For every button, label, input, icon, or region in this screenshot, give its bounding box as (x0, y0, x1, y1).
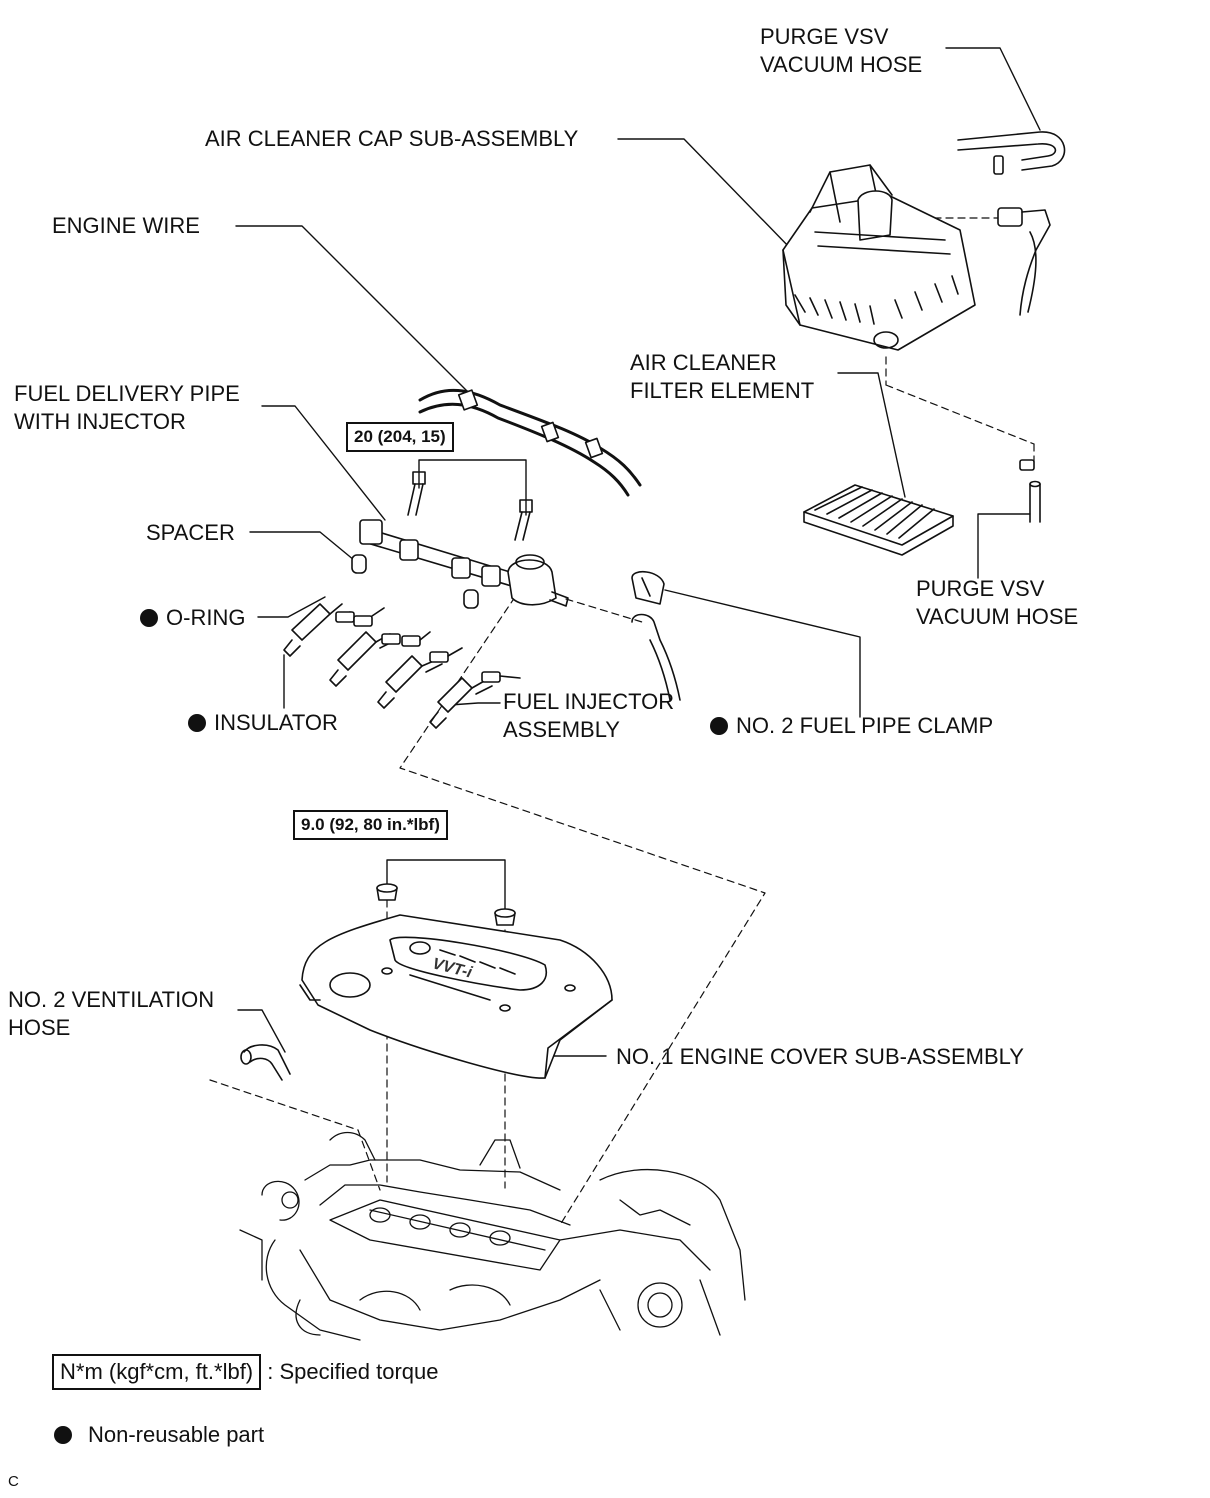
ventilation-hose-drawing (240, 1044, 291, 1081)
insulator-label: INSULATOR (188, 709, 338, 737)
purge-vsv-hose-bottom-drawing (1019, 459, 1041, 523)
engine-block-drawing (239, 1131, 746, 1341)
non-reusable-dot-icon (54, 1426, 72, 1444)
fuel-pipe-clamp-text: NO. 2 FUEL PIPE CLAMP (736, 713, 994, 738)
spacer-drawing (351, 554, 479, 609)
non-reusable-dot-icon (710, 717, 728, 735)
legend-nonreusable-desc: Non-reusable part (88, 1422, 265, 1447)
fuel-pipe-clamp-drawing (631, 571, 681, 701)
fuel-delivery-pipe-line1: FUEL DELIVERY PIPE (14, 381, 240, 406)
insulator-text: INSULATOR (214, 710, 338, 735)
torque-spec-delivery-pipe: 20 (204, 15) (346, 422, 454, 452)
leader-lines (235, 47, 1041, 1057)
purge-vsv-hose-top-drawing (957, 131, 1066, 175)
o-ring-text: O-RING (166, 605, 246, 630)
air-cleaner-cap-drawing (782, 164, 976, 351)
purge-vsv-connector-drawing (997, 207, 1051, 316)
legend-nonreusable: Non-reusable part (54, 1421, 264, 1449)
fuel-delivery-pipe-label: FUEL DELIVERY PIPE WITH INJECTOR (14, 380, 240, 436)
footer-code: C (8, 1473, 19, 1490)
fuel-delivery-pipe-drawing (359, 519, 569, 607)
torque-spec-engine-cover: 9.0 (92, 80 in.*lbf) (293, 810, 448, 840)
engine-cover-drawing (299, 914, 613, 1079)
purge-vsv-hose-bottom-line1: PURGE VSV (916, 576, 1045, 601)
air-filter-element-drawing (803, 484, 954, 556)
ventilation-hose-label: NO. 2 VENTILATION HOSE (8, 986, 214, 1042)
non-reusable-dot-icon (188, 714, 206, 732)
ventilation-hose-line2: HOSE (8, 1015, 71, 1040)
fuel-injector-line2: ASSEMBLY (503, 717, 620, 742)
purge-vsv-hose-bottom-line2: VACUUM HOSE (916, 604, 1079, 629)
engine-cover-nuts-drawing (376, 883, 516, 926)
purge-vsv-hose-top-label: PURGE VSV VACUUM HOSE (760, 23, 922, 79)
air-cleaner-cap-label: AIR CLEANER CAP SUB-ASSEMBLY (205, 126, 579, 151)
air-cleaner-filter-label: AIR CLEANER FILTER ELEMENT (630, 349, 814, 405)
purge-vsv-hose-top-line1: PURGE VSV (760, 24, 889, 49)
non-reusable-dot-icon (140, 609, 158, 627)
delivery-pipe-bolts-drawing (407, 471, 533, 541)
fuel-injectors-drawing (283, 603, 521, 729)
engine-wire-label: ENGINE WIRE (52, 213, 200, 238)
legend-torque-desc: : Specified torque (267, 1359, 439, 1384)
fuel-injector-label: FUEL INJECTOR ASSEMBLY (503, 688, 674, 744)
legend-torque: N*m (kgf*cm, ft.*lbf) : Specified torque (52, 1354, 439, 1390)
engine-wire-drawing (418, 388, 642, 497)
purge-vsv-hose-top-line2: VACUUM HOSE (760, 52, 923, 77)
engine-cover-label: NO. 1 ENGINE COVER SUB-ASSEMBLY (616, 1044, 1024, 1069)
legend-torque-unit: N*m (kgf*cm, ft.*lbf) (52, 1354, 262, 1390)
spacer-label: SPACER (146, 520, 235, 545)
fuel-delivery-pipe-line2: WITH INJECTOR (14, 409, 186, 434)
air-cleaner-filter-line2: FILTER ELEMENT (630, 378, 815, 403)
ventilation-hose-line1: NO. 2 VENTILATION (8, 987, 215, 1012)
air-cleaner-filter-line1: AIR CLEANER (630, 350, 777, 375)
fuel-injector-line1: FUEL INJECTOR (503, 689, 675, 714)
purge-vsv-hose-bottom-label: PURGE VSV VACUUM HOSE (916, 575, 1078, 631)
fuel-pipe-clamp-label: NO. 2 FUEL PIPE CLAMP (710, 712, 993, 740)
o-ring-label: O-RING (140, 604, 245, 632)
